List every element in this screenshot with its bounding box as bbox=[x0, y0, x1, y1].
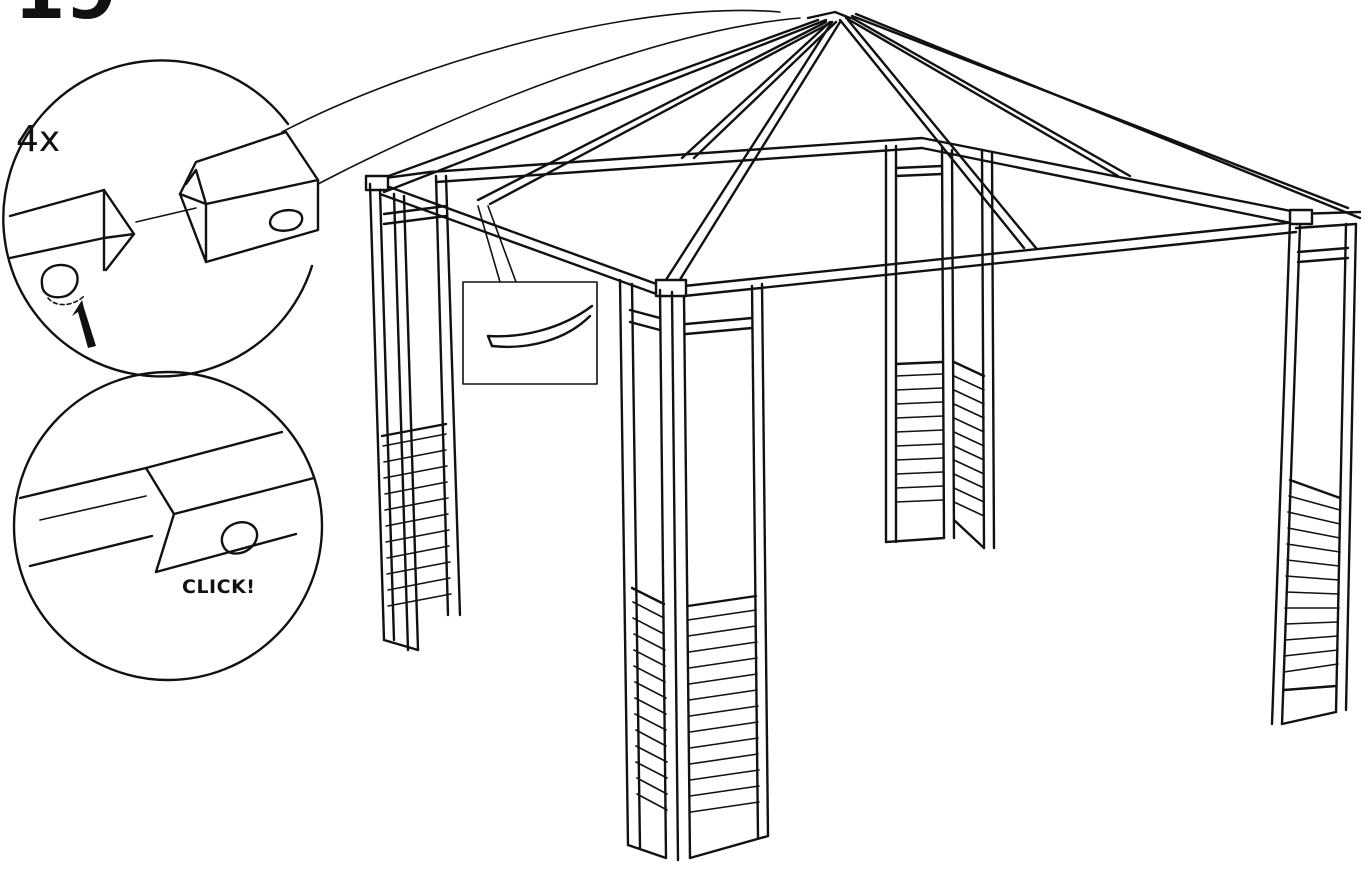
louvers-right bbox=[1283, 495, 1341, 673]
post-right bbox=[1270, 220, 1358, 726]
detail-circle-connection bbox=[2, 59, 320, 378]
detail-circle-locked bbox=[12, 370, 324, 682]
louvers-front-left bbox=[382, 433, 452, 607]
post-front-center bbox=[618, 278, 770, 862]
step-number: 19 bbox=[14, 0, 117, 30]
gazebo-frame bbox=[364, 10, 1362, 862]
post-front-left bbox=[368, 174, 462, 652]
post-back-left bbox=[884, 144, 996, 550]
quantity-label: 4x bbox=[16, 119, 61, 160]
top-rails bbox=[368, 136, 1362, 298]
louvers-back-left bbox=[895, 373, 985, 517]
click-label: CLICK! bbox=[182, 576, 256, 598]
rib-tip-detail bbox=[462, 205, 598, 385]
callout-lines bbox=[281, 9, 801, 185]
top-corners bbox=[364, 174, 1314, 298]
louvers-front-center bbox=[632, 601, 760, 813]
roof-ribs bbox=[370, 12, 1362, 288]
